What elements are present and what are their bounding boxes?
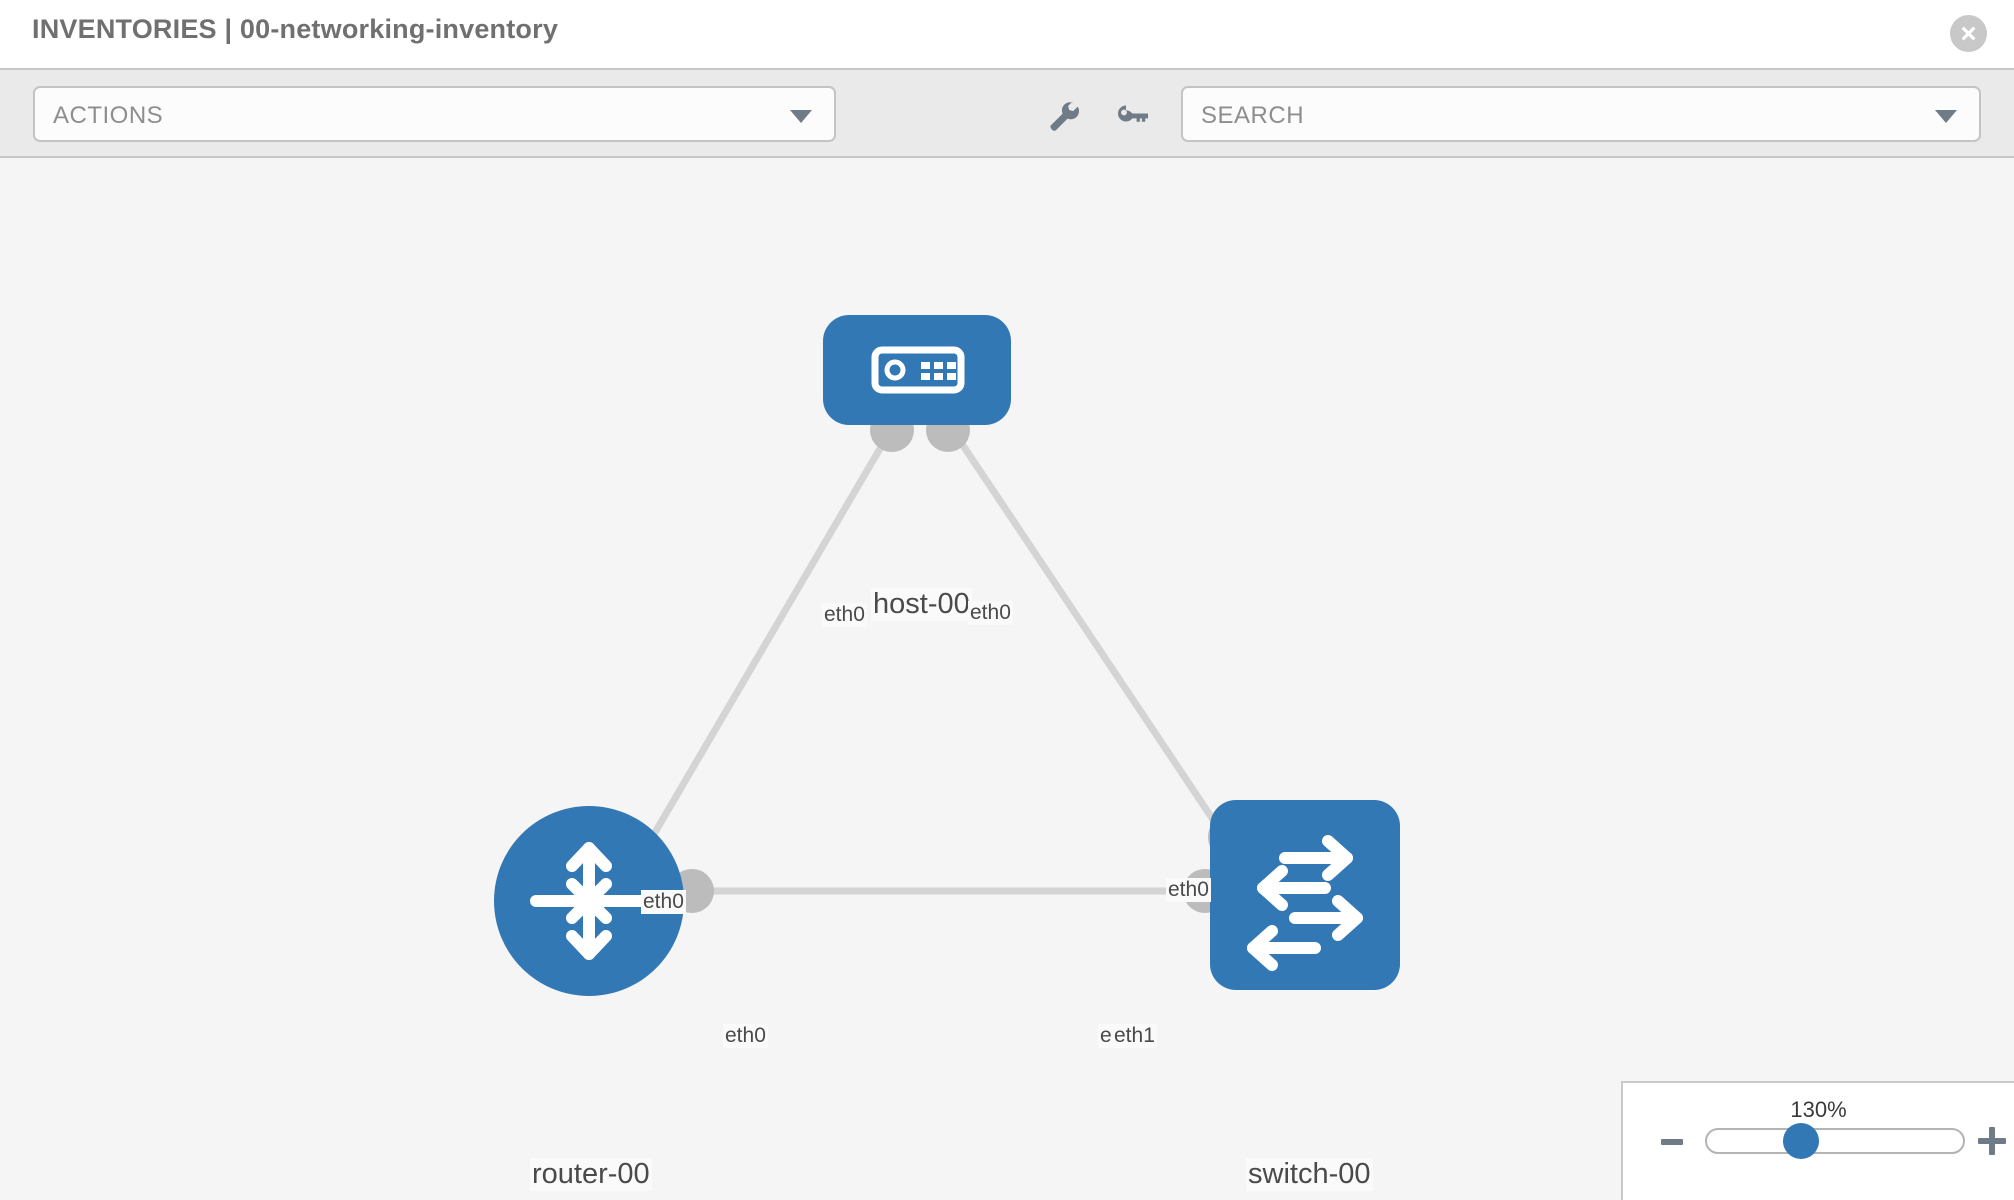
edge-label-router-right: eth0: [723, 1024, 768, 1048]
toolbar: ACTIONS SEARCH: [0, 68, 2014, 158]
server-icon: [871, 346, 965, 394]
zoom-level-label: 130%: [1790, 1097, 1847, 1122]
node-label-host-00: host-00: [871, 588, 972, 621]
edge-label-router-upper: eth0: [641, 890, 686, 914]
chevron-down-icon: [790, 110, 812, 123]
chevron-down-icon[interactable]: [1935, 110, 1957, 123]
zoom-in-button[interactable]: [1978, 1127, 2006, 1155]
close-button[interactable]: [1950, 15, 1987, 52]
edge-host-router: [636, 421, 899, 860]
actions-dropdown[interactable]: ACTIONS: [33, 86, 836, 142]
close-icon: [1961, 26, 1976, 41]
edge-label-host-left: eth0: [822, 603, 867, 627]
key-icon[interactable]: [1112, 96, 1152, 136]
zoom-slider-handle[interactable]: [1783, 1123, 1819, 1159]
actions-dropdown-label: ACTIONS: [53, 102, 164, 129]
edge-label-switch-left-b: eth1: [1112, 1024, 1157, 1048]
wrench-icon[interactable]: [1044, 96, 1084, 136]
node-router-00[interactable]: [494, 806, 684, 996]
zoom-control-panel: 130%: [1621, 1081, 2014, 1200]
page-header: INVENTORIES | 00-networking-inventory: [0, 0, 2014, 68]
switch-arrows-icon: [1247, 835, 1363, 971]
search-placeholder: SEARCH: [1201, 102, 1305, 129]
node-switch-00[interactable]: [1210, 800, 1400, 990]
page-title: INVENTORIES | 00-networking-inventory: [32, 14, 559, 44]
zoom-slider[interactable]: [1705, 1128, 1965, 1154]
node-label-router-00: router-00: [530, 1158, 652, 1191]
router-arrows-icon: [530, 842, 648, 960]
edge-label-host-right: eth0: [968, 601, 1013, 625]
edge-host-switch: [945, 421, 1235, 850]
node-host-00[interactable]: [823, 315, 1011, 425]
node-label-switch-00: switch-00: [1246, 1158, 1373, 1191]
edge-label-switch-upper: eth0: [1166, 878, 1211, 902]
search-input[interactable]: SEARCH: [1181, 86, 1981, 142]
zoom-out-button[interactable]: [1661, 1139, 1683, 1145]
topology-canvas[interactable]: host-00 router-00 switch-00 eth0 eth0 et…: [0, 158, 2014, 1200]
